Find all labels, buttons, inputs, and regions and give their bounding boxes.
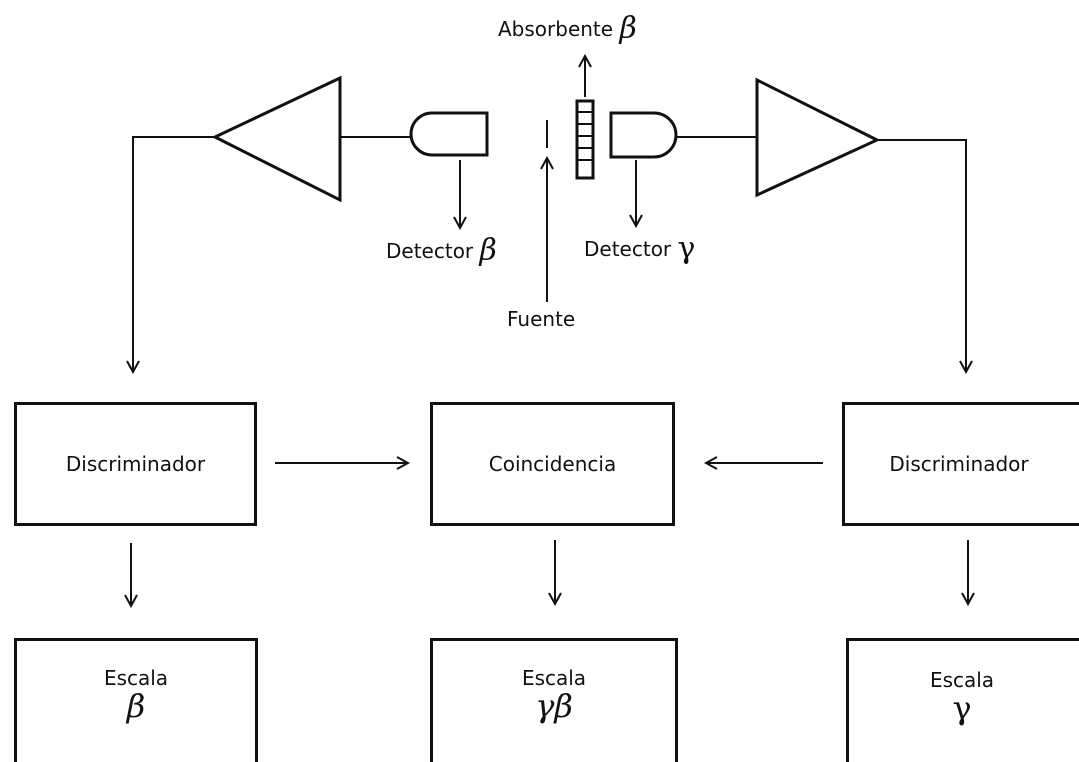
detector-gamma-label-text: Detector [584,237,672,261]
scale-gammabeta-box: Escala γβ [430,638,678,762]
right-signal-path [877,139,966,372]
source-label-text: Fuente [507,307,576,331]
discriminator-left-box: Discriminador [14,402,257,526]
detector-gamma-symbol: γ [677,231,696,266]
scale-beta-box: Escala β [14,638,258,762]
absorber-label: Absorbente β [498,14,637,44]
discriminator-left-label: Discriminador [65,452,206,476]
coincidence-label: Coincidencia [488,452,617,476]
scale-gammabeta-symbol: γβ [535,687,573,725]
right-amplifier [755,77,881,198]
absorber-beta-symbol: β [619,11,637,46]
absorber-label-text: Absorbente [498,17,614,41]
detector-beta-label: Detector β [386,236,497,266]
left-amplifier [211,75,342,203]
scale-beta-title: Escala [103,666,169,690]
scale-beta-symbol: β [126,687,146,725]
source-label: Fuente [507,309,575,329]
scale-gamma-box: Escala γ [846,638,1079,762]
detector-gamma-label: Detector γ [584,234,695,264]
detector-beta-shape [409,111,489,157]
discriminator-right-label: Discriminador [889,452,1029,476]
discriminator-right-box: Discriminador [842,402,1079,526]
left-signal-path [133,136,215,372]
detector-beta-label-text: Detector [386,239,474,263]
scale-gammabeta-title: Escala [521,666,587,690]
detector-beta-symbol: β [479,233,497,268]
coincidence-box: Coincidencia [430,402,675,526]
scale-gamma-title: Escala [929,668,995,692]
detector-gamma-shape [609,111,678,159]
absorber-beta-shape [575,99,595,180]
scale-gamma-symbol: γ [952,689,972,727]
